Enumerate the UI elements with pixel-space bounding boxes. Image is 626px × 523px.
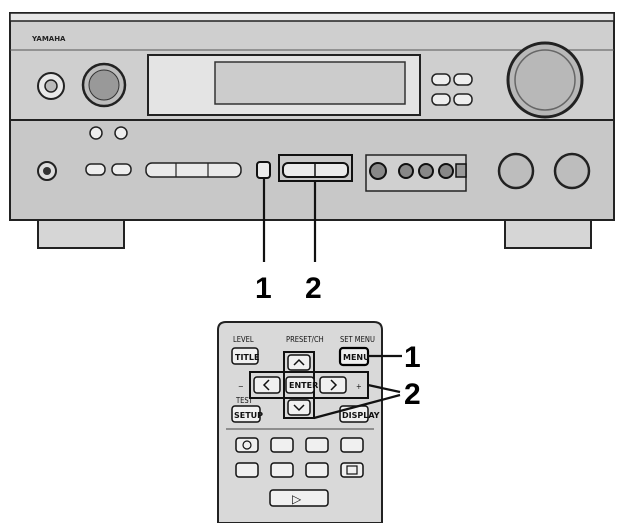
play-button[interactable] — [269, 489, 329, 507]
cursor-up-button[interactable] — [287, 354, 311, 371]
minus-label: − — [238, 382, 244, 391]
jack-2 — [398, 163, 414, 179]
enter-button-label: ENTER — [289, 381, 318, 390]
receiver-callout-1: 1 — [255, 272, 272, 305]
standby-button-inner — [44, 79, 58, 93]
lower-knob-left[interactable] — [497, 152, 535, 190]
receiver-foot-left — [37, 219, 125, 249]
cursor-left-button[interactable] — [253, 376, 281, 394]
remote-control: LEVEL PRESET/CH SET MENU TITLE MENU ENTE… — [217, 321, 383, 523]
remote-button-r1-1[interactable] — [235, 437, 259, 453]
display-screen — [214, 61, 406, 105]
input-selector-knob-cap — [88, 69, 120, 101]
receiver-top-strip — [9, 12, 615, 22]
upper-button-1[interactable] — [431, 73, 451, 86]
chevron-left-icon — [262, 379, 270, 391]
lower-knob-right[interactable] — [553, 152, 591, 190]
setup-button-label: SETUP — [234, 411, 263, 420]
receiver: YAMAHA — [9, 12, 615, 262]
level-label: LEVEL — [233, 335, 254, 344]
remote-callout-1: 1 — [404, 341, 421, 374]
set-menu-label: SET MENU — [340, 335, 375, 344]
receiver-callout-2: 2 — [305, 272, 322, 305]
remote-button-r2-4[interactable] — [340, 462, 364, 478]
cursor-right-button[interactable] — [319, 376, 347, 394]
setup-button[interactable] — [231, 405, 261, 423]
play-icon: ▷ — [292, 492, 302, 506]
brand-logo: YAMAHA — [31, 35, 66, 43]
display-button-label: DISPLAY — [342, 411, 380, 420]
upper-button-4[interactable] — [453, 93, 473, 106]
lower-button-left-2[interactable] — [111, 163, 132, 176]
remote-leader-2 — [367, 383, 401, 394]
upper-button-2[interactable] — [453, 73, 473, 86]
chevron-right-icon — [330, 379, 338, 391]
circle-icon — [242, 440, 252, 450]
enter-button[interactable] — [285, 376, 315, 394]
remote-button-r1-2[interactable] — [270, 437, 294, 453]
remote-callout-2: 2 — [404, 378, 421, 411]
optical-jack — [455, 163, 467, 178]
test-label: TEST — [235, 396, 254, 405]
plus-label: + — [356, 382, 362, 391]
square-icon — [346, 465, 358, 475]
lower-button-left-1[interactable] — [85, 163, 106, 176]
title-button-label: TITLE — [235, 353, 259, 362]
button-strip-1 — [145, 162, 242, 178]
small-round-button-1[interactable] — [89, 126, 103, 140]
remote-button-r2-1[interactable] — [235, 462, 259, 478]
remote-leader-2b — [313, 393, 401, 420]
upper-button-3[interactable] — [431, 93, 451, 106]
remote-button-r2-3[interactable] — [305, 462, 329, 478]
remote-button-r2-2[interactable] — [270, 462, 294, 478]
receiver-foot-right — [504, 219, 592, 249]
small-button-highlighted[interactable] — [256, 161, 271, 179]
title-button[interactable] — [231, 347, 259, 365]
jack-3 — [418, 163, 434, 179]
remote-button-r1-4[interactable] — [340, 437, 364, 453]
chevron-up-icon — [293, 358, 305, 366]
preset-label: PRESET/CH — [286, 335, 324, 344]
jack-1 — [369, 162, 387, 180]
remote-button-r1-3[interactable] — [305, 437, 329, 453]
cursor-down-button[interactable] — [287, 399, 311, 416]
phones-jack-hole — [43, 167, 51, 175]
volume-knob-ring — [514, 49, 576, 111]
menu-button-label: MENU — [343, 353, 370, 362]
jack-4 — [438, 163, 454, 179]
small-round-button-2[interactable] — [114, 126, 128, 140]
chevron-down-icon — [293, 404, 305, 412]
volume-knob[interactable] — [506, 41, 584, 119]
